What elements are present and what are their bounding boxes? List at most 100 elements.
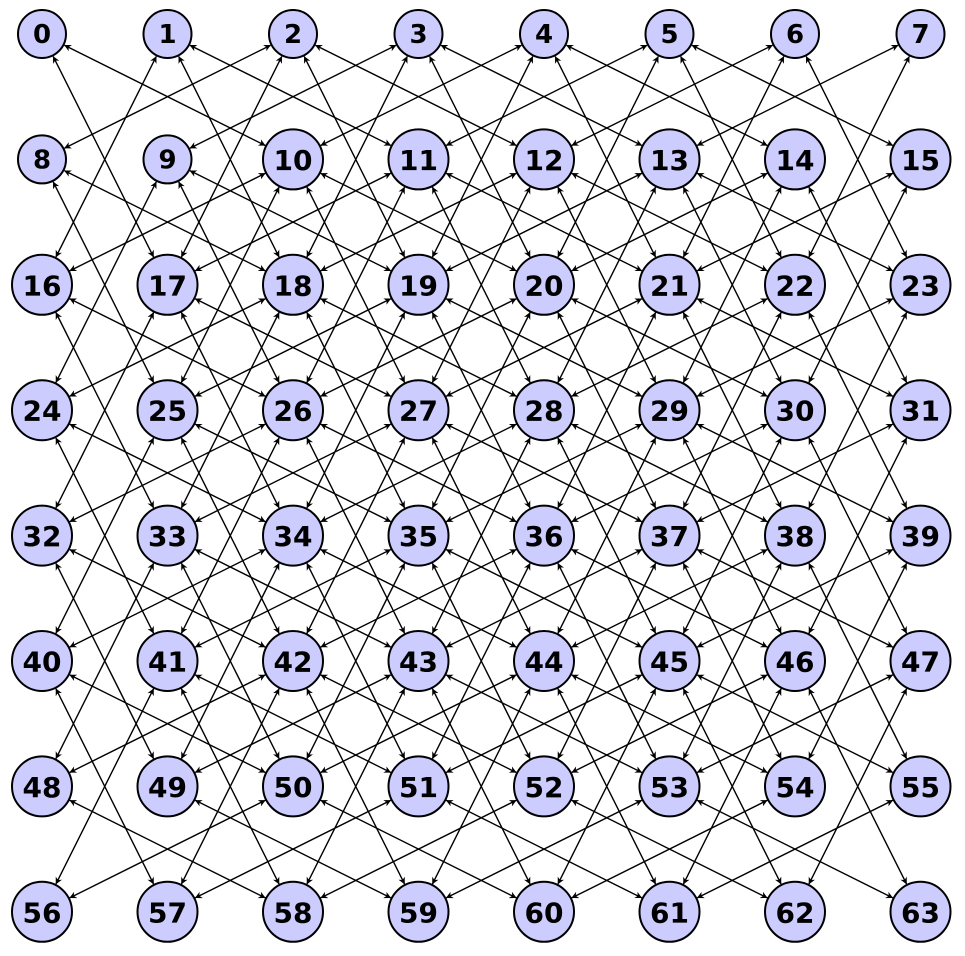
node-label: 19 [399, 269, 438, 302]
node-circle [513, 755, 575, 818]
node-label: 32 [23, 520, 62, 553]
node-label: 41 [148, 646, 187, 679]
node-1: 1 [142, 9, 193, 59]
node-42: 42 [262, 630, 324, 692]
edge-1-16 [55, 56, 157, 258]
node-label: 2 [284, 20, 302, 50]
node-circle [387, 379, 450, 442]
node-label: 25 [148, 395, 187, 428]
node-22: 22 [764, 253, 826, 316]
node-5: 5 [644, 9, 695, 59]
node-circle [764, 630, 826, 692]
node-circle [764, 379, 826, 442]
node-circle [142, 9, 193, 59]
node-circle [638, 379, 701, 442]
node-30: 30 [764, 379, 826, 442]
node-circle [136, 630, 199, 692]
node-19: 19 [387, 253, 450, 316]
node-circle [513, 630, 575, 692]
node-label: 56 [23, 896, 62, 929]
node-43: 43 [387, 630, 450, 692]
node-label: 39 [901, 520, 940, 553]
node-label: 53 [650, 771, 689, 804]
node-label: 8 [33, 145, 51, 175]
node-label: 22 [776, 269, 815, 302]
node-circle [17, 134, 67, 185]
node-label: 40 [23, 646, 62, 679]
node-label: 5 [660, 20, 678, 50]
node-label: 13 [650, 144, 689, 177]
node-26: 26 [262, 379, 324, 442]
edge-0-10 [64, 44, 266, 147]
node-circle [764, 504, 826, 567]
node-label: 3 [409, 20, 427, 50]
edge-0-17 [52, 56, 155, 258]
node-54: 54 [764, 755, 826, 818]
node-circle [387, 504, 450, 567]
node-44: 44 [513, 630, 575, 692]
node-circle [889, 755, 952, 818]
node-27: 27 [387, 379, 450, 442]
node-label: 52 [525, 771, 564, 804]
node-34: 34 [262, 504, 324, 567]
node-circle [393, 9, 444, 59]
node-13: 13 [638, 128, 701, 191]
node-circle [387, 128, 450, 191]
node-12: 12 [513, 128, 575, 191]
node-23: 23 [889, 253, 952, 316]
node-21: 21 [638, 253, 701, 316]
node-label: 58 [274, 896, 313, 929]
node-label: 50 [274, 771, 313, 804]
node-circle [136, 504, 199, 567]
node-label: 45 [650, 646, 689, 679]
node-circle [387, 630, 450, 692]
node-circle [136, 379, 199, 442]
node-circle [387, 253, 450, 316]
node-circle [895, 9, 946, 59]
node-circle [638, 880, 701, 943]
node-29: 29 [638, 379, 701, 442]
node-56: 56 [11, 880, 73, 943]
node-55: 55 [889, 755, 952, 818]
node-label: 26 [274, 395, 313, 428]
node-label: 35 [399, 520, 438, 553]
node-label: 47 [901, 646, 940, 679]
node-label: 23 [901, 269, 940, 302]
node-label: 62 [776, 896, 815, 929]
node-circle [770, 9, 820, 59]
node-circle [764, 253, 826, 316]
node-33: 33 [136, 504, 199, 567]
node-label: 15 [901, 144, 940, 177]
node-8: 8 [17, 134, 67, 185]
node-label: 7 [911, 20, 929, 50]
node-41: 41 [136, 630, 199, 692]
node-label: 34 [274, 520, 313, 553]
node-17: 17 [136, 253, 199, 316]
node-circle [889, 630, 952, 692]
node-61: 61 [638, 880, 701, 943]
node-label: 38 [776, 520, 815, 553]
node-label: 49 [148, 771, 187, 804]
node-circle [262, 128, 324, 191]
node-label: 63 [901, 896, 940, 929]
node-label: 10 [274, 144, 313, 177]
node-53: 53 [638, 755, 701, 818]
node-58: 58 [262, 880, 324, 943]
node-circle [889, 880, 952, 943]
node-39: 39 [889, 504, 952, 567]
node-59: 59 [387, 880, 450, 943]
node-52: 52 [513, 755, 575, 818]
node-label: 31 [901, 395, 940, 428]
node-label: 11 [399, 144, 438, 177]
node-48: 48 [11, 755, 73, 818]
node-3: 3 [393, 9, 444, 59]
node-label: 28 [525, 395, 564, 428]
node-24: 24 [11, 379, 73, 442]
node-label: 1 [158, 20, 176, 50]
node-circle [638, 128, 701, 191]
node-circle [889, 379, 952, 442]
node-38: 38 [764, 504, 826, 567]
node-circle [513, 128, 575, 191]
node-circle [513, 880, 575, 943]
